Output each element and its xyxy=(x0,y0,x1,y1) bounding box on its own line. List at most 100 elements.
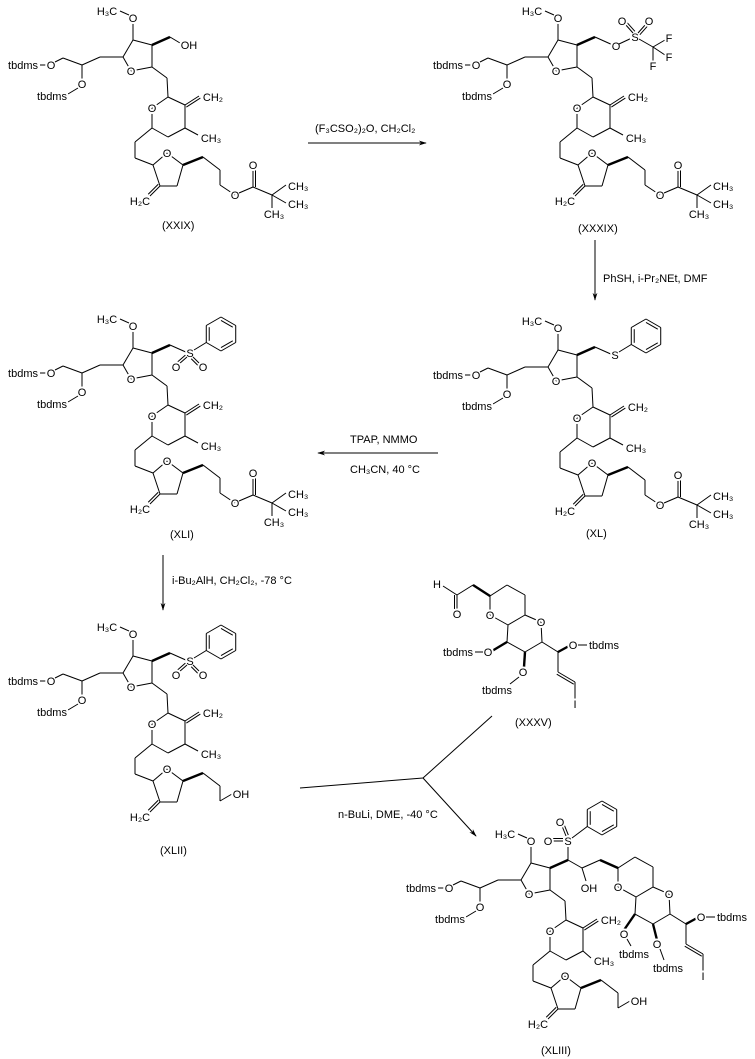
bond xyxy=(607,465,629,477)
atom-label-oh: OH xyxy=(233,789,250,801)
atom-label-h2c: H₂C xyxy=(555,506,575,518)
atom-label-ch2: CH₂ xyxy=(203,92,223,104)
bond xyxy=(592,406,611,416)
bond xyxy=(561,825,567,837)
atom-label-tbdms: tbdms xyxy=(435,914,465,926)
bond xyxy=(572,183,584,195)
bond xyxy=(617,1000,631,1009)
atom-label-o: O xyxy=(503,79,512,91)
atom-label-tbdms: tbdms xyxy=(619,949,649,961)
bond xyxy=(555,376,578,382)
atom-label-s: S xyxy=(186,656,193,668)
reagents-reduction: i-Bu₂AlH, CH₂Cl₂, -78 °C xyxy=(172,575,292,587)
bond xyxy=(152,164,161,187)
bond xyxy=(626,938,632,947)
compound-label-xlii: (XLII) xyxy=(160,845,187,857)
bond xyxy=(151,96,169,109)
bond xyxy=(634,856,654,868)
bond xyxy=(119,10,130,16)
atom-label-tbdms: tbdms xyxy=(462,91,492,103)
bond xyxy=(134,157,154,166)
arrow-coupling xyxy=(422,777,477,837)
atom-label-ch3: CH₃ xyxy=(288,199,308,211)
bond xyxy=(509,676,520,685)
atom-label-o: O xyxy=(554,323,563,335)
bond xyxy=(550,987,559,1010)
bond xyxy=(587,800,603,810)
bond xyxy=(206,342,222,352)
bond xyxy=(220,340,234,349)
arrow-branch-right xyxy=(422,715,493,779)
bond xyxy=(565,919,584,929)
atom-label-o: O xyxy=(527,836,536,848)
bond xyxy=(522,651,527,668)
bond xyxy=(489,614,509,626)
bond xyxy=(549,889,566,902)
bond xyxy=(547,39,559,58)
bond xyxy=(550,975,566,989)
bond xyxy=(684,945,702,957)
bond xyxy=(637,23,647,34)
atom-label-o: O xyxy=(656,500,665,512)
bond xyxy=(594,346,614,356)
bond xyxy=(122,672,132,688)
bond xyxy=(677,186,698,196)
bond xyxy=(556,673,574,685)
bond xyxy=(460,880,481,889)
bond xyxy=(54,365,64,371)
atom-label-o: O xyxy=(127,66,136,78)
atom-label-o: O xyxy=(614,882,623,894)
bond xyxy=(271,184,287,196)
bond xyxy=(601,824,615,833)
atom-label-h3c: H₃C xyxy=(495,829,515,841)
bond xyxy=(696,494,712,506)
atom-label-o: O xyxy=(129,13,138,25)
bond xyxy=(130,66,153,72)
bond xyxy=(166,77,169,98)
atom-label-tbdms: tbdms xyxy=(717,912,747,924)
bond xyxy=(166,693,169,714)
bond xyxy=(81,672,101,682)
atom-label-o: O xyxy=(618,16,627,28)
bond xyxy=(169,36,181,44)
atom-label-o: O xyxy=(697,912,706,924)
bond xyxy=(134,743,153,759)
reagents-thiolation: PhSH, i-Pr₂NEt, DMF xyxy=(603,273,708,285)
atom-label-f: F xyxy=(666,33,673,45)
bond xyxy=(506,641,526,653)
bond xyxy=(166,460,184,474)
bond xyxy=(506,56,526,66)
atom-label-ch3: CH₃ xyxy=(201,441,221,453)
atom-label-o: O xyxy=(476,902,485,914)
bond xyxy=(685,916,698,926)
bond xyxy=(559,127,578,143)
bond xyxy=(151,404,169,417)
bond xyxy=(67,703,79,711)
atom-label-o: O xyxy=(445,883,454,895)
bond xyxy=(220,316,236,326)
atom-label-ch3: CH₃ xyxy=(288,507,308,519)
atom-label-s: S xyxy=(186,348,193,360)
bond xyxy=(184,403,200,414)
bond xyxy=(611,97,626,108)
bond xyxy=(202,156,221,171)
atom-label-o: O xyxy=(47,60,56,72)
bond xyxy=(576,406,594,419)
bond xyxy=(506,624,509,643)
bond xyxy=(62,673,83,682)
bond xyxy=(592,96,611,106)
bond xyxy=(506,584,526,596)
atom-label-ch3: CH₃ xyxy=(594,956,614,968)
bond xyxy=(182,155,204,167)
bond xyxy=(591,77,594,98)
bond xyxy=(220,342,236,352)
atom-label-f: F xyxy=(666,52,673,64)
bond xyxy=(81,56,101,66)
bond xyxy=(584,920,599,931)
bond xyxy=(528,889,551,895)
bond xyxy=(524,614,542,623)
